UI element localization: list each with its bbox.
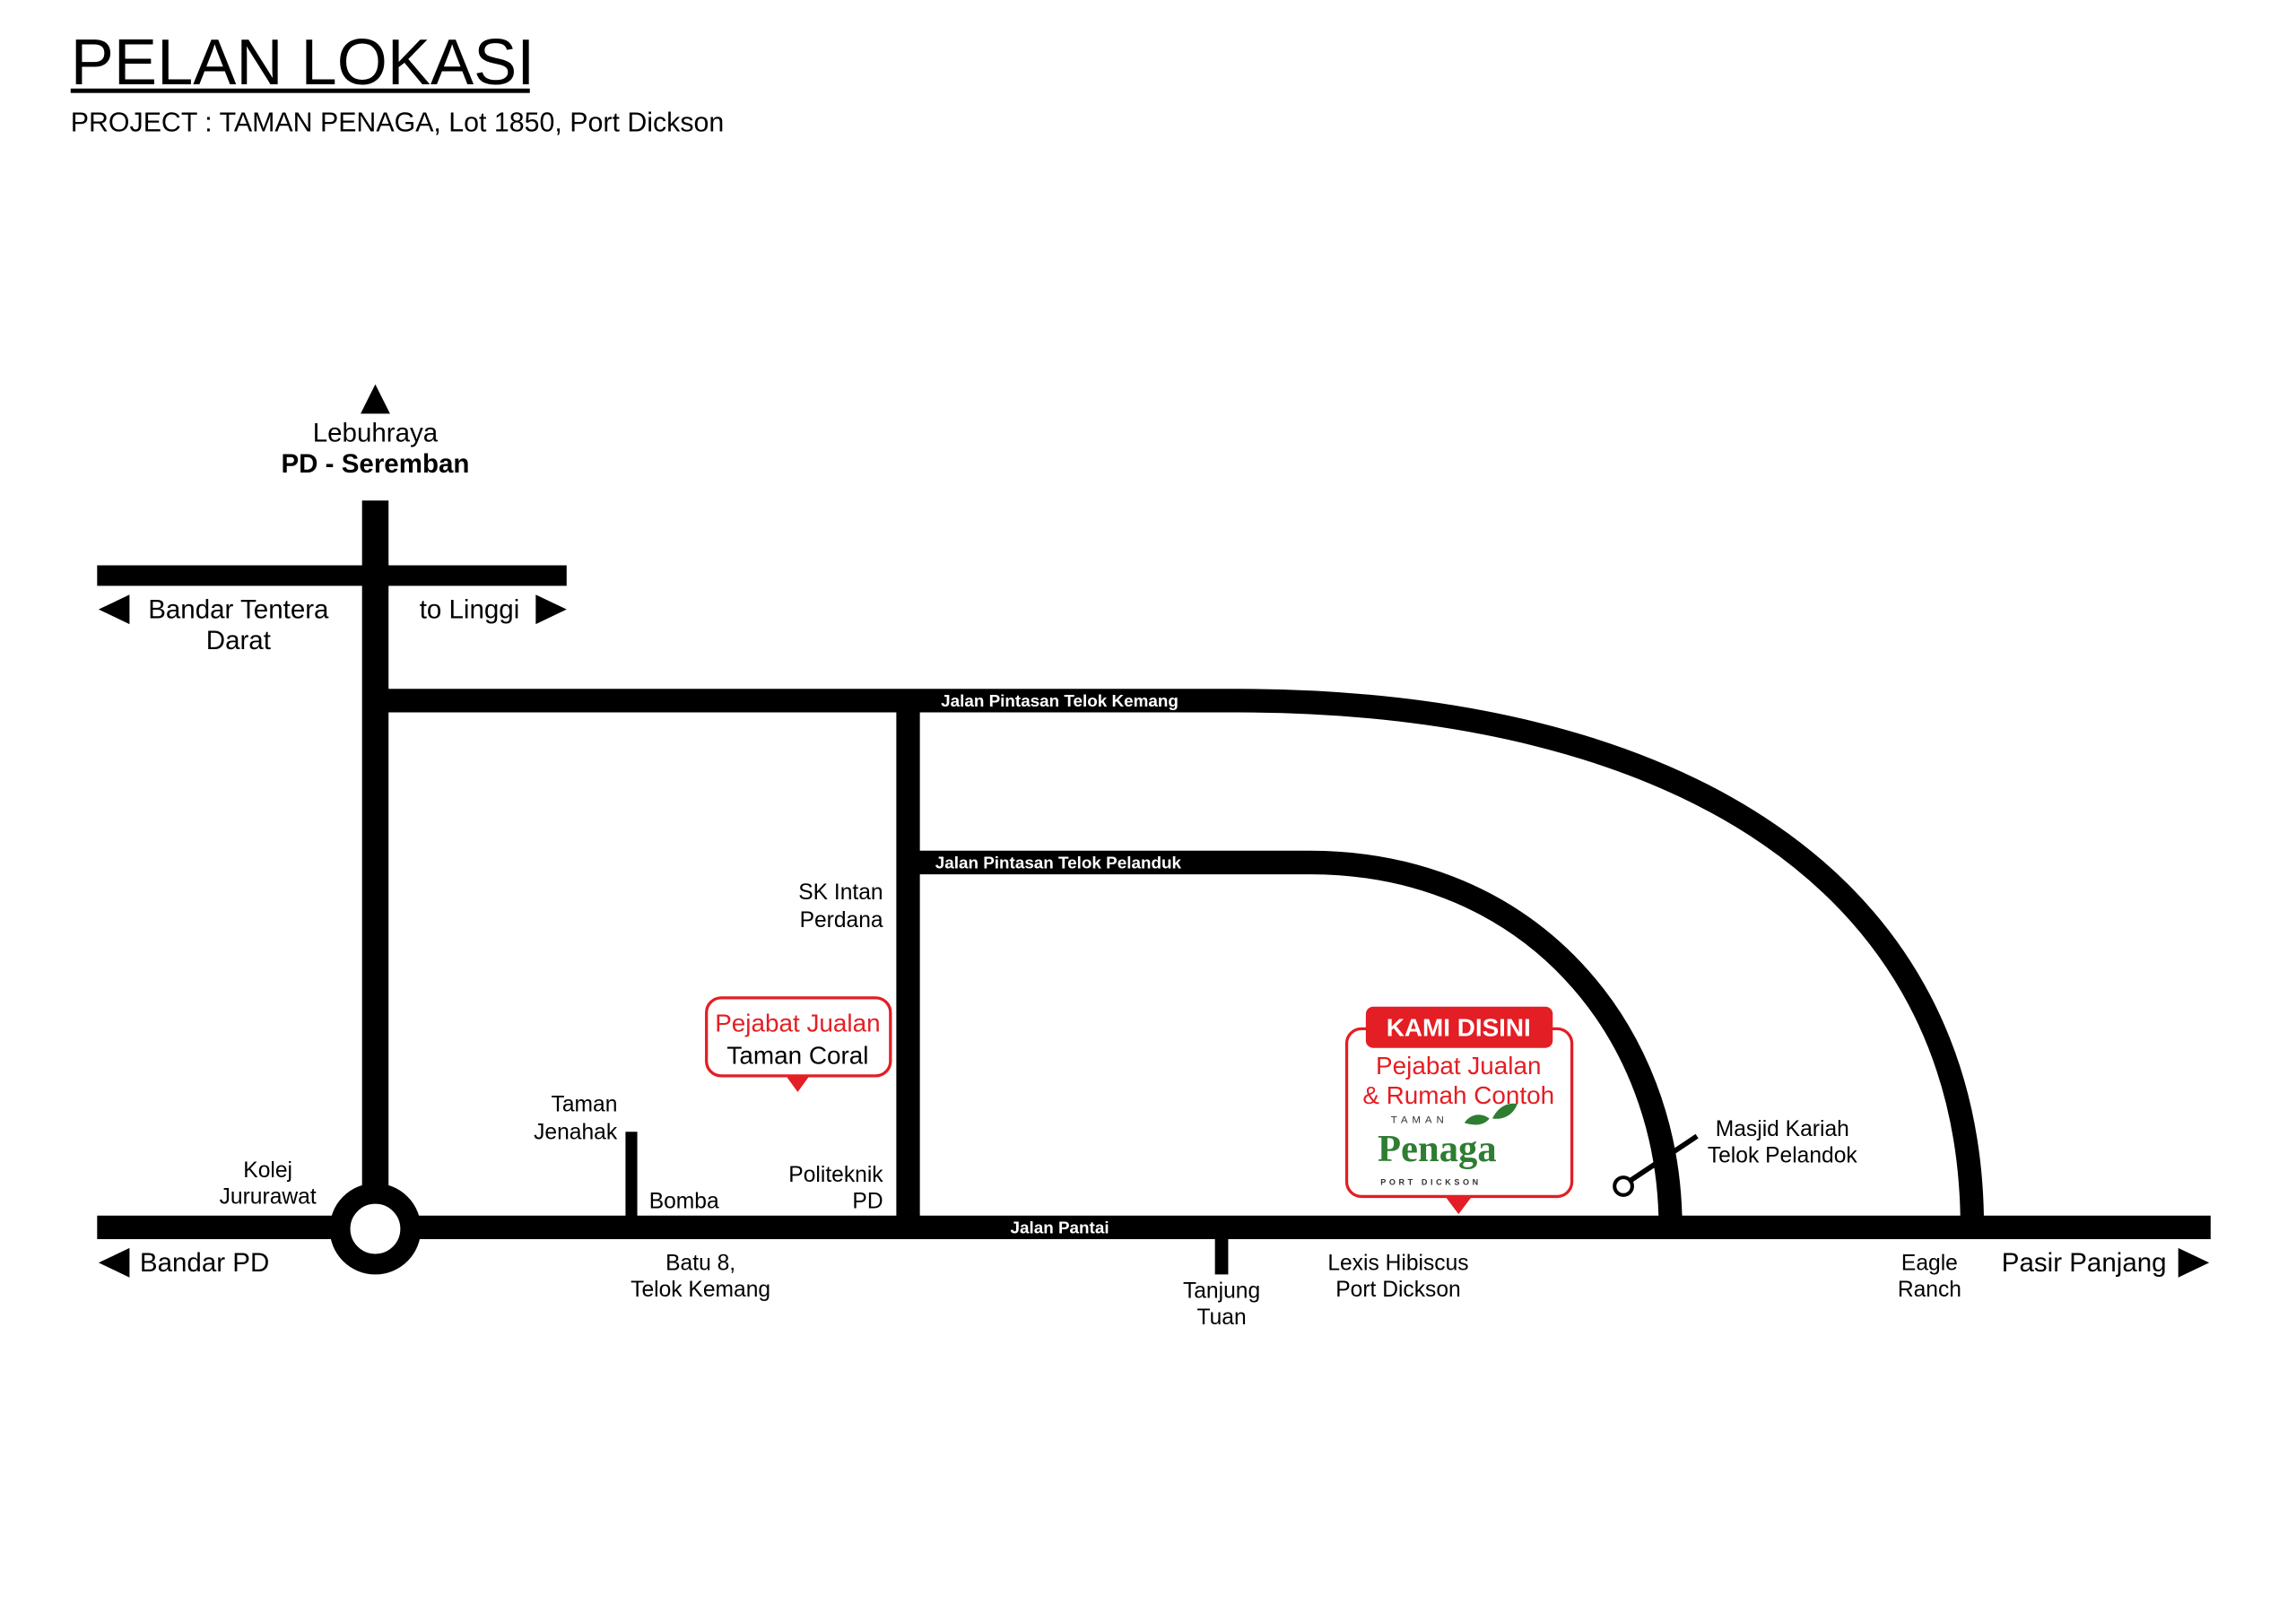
arrow-up-icon: [361, 384, 390, 414]
arrow-left-icon: [98, 594, 130, 625]
road-telok-kemang: [375, 689, 1985, 1227]
landmark-batu8: Batu 8, Telok Kemang: [631, 1252, 770, 1303]
west-bottom-label: Bandar PD: [140, 1248, 269, 1278]
landmark-text: Jururawat: [220, 1185, 317, 1210]
landmark-text: Taman: [552, 1092, 618, 1116]
logo-text: PORT DICKSON: [1380, 1177, 1481, 1186]
north-label-2: PD - Seremban: [281, 449, 469, 479]
callout-text: Pejabat Jualan: [715, 1010, 880, 1037]
arrow-right-icon: [535, 594, 567, 625]
callout-kami-disini: KAMI DISINI Pejabat Jualan & Rumah Conto…: [1344, 1006, 1574, 1215]
leaf-icon: [1464, 1103, 1518, 1125]
landmark-eagle-ranch: Eagle Ranch: [1898, 1252, 1961, 1303]
landmark-text: Politeknik: [788, 1163, 883, 1187]
title-underline: [70, 88, 530, 93]
landmark-text: Telok Kemang: [631, 1278, 770, 1302]
landmark-text: Lexis Hibiscus: [1327, 1252, 1468, 1276]
roads: [97, 500, 2211, 1275]
callout-pointer-icon: [1445, 1196, 1473, 1215]
landmark-text: Batu 8,: [665, 1252, 735, 1276]
road-label-telok-pelanduk: Jalan Pintasan Telok Pelanduk: [935, 854, 1182, 872]
west-top-label-2: Darat: [206, 626, 271, 655]
landmark-text: Tanjung: [1183, 1279, 1260, 1304]
page-title: PELAN LOKASI: [71, 27, 535, 99]
landmark-text: Ranch: [1898, 1278, 1961, 1302]
arrow-right-icon: [2178, 1247, 2210, 1278]
badge-text: KAMI DISINI: [1387, 1014, 1531, 1042]
callout-taman-coral: Pejabat Jualan Taman Coral: [705, 996, 892, 1092]
landmark-taman-jenahak: Taman Jenahak: [534, 1092, 618, 1144]
west-top-label-1: Bandar Tentera: [148, 595, 329, 625]
callout-text: Taman Coral: [726, 1042, 868, 1070]
roundabout: [329, 1183, 422, 1275]
landmark-masjid: Masjid Kariah Telok Pelandok: [1613, 1117, 1858, 1197]
landmark-text: Port Dickson: [1335, 1278, 1461, 1302]
callout-text: Pejabat Jualan: [1376, 1052, 1541, 1080]
road-label-jalan-pantai: Jalan Pantai: [1011, 1218, 1109, 1236]
landmark-lexis: Lexis Hibiscus Port Dickson: [1327, 1252, 1468, 1303]
logo-text: TAMAN: [1391, 1115, 1448, 1125]
north-label-1: Lebuhraya: [313, 419, 439, 448]
landmark-text: Masjid Kariah: [1716, 1117, 1849, 1141]
landmark-text: Kolej: [243, 1158, 292, 1183]
callout-text: & Rumah Contoh: [1362, 1081, 1554, 1109]
callout-pointer-icon: [786, 1075, 810, 1092]
east-bottom-label: Pasir Panjang: [2002, 1248, 2167, 1278]
page-subtitle: PROJECT : TAMAN PENAGA, Lot 1850, Port D…: [71, 108, 725, 137]
landmark-politeknik: Politeknik PD: [788, 1163, 883, 1214]
landmark-tanjung-tuan: Tanjung Tuan: [1183, 1279, 1260, 1331]
kami-disini-badge: [1365, 1006, 1553, 1048]
arrow-left-icon: [98, 1247, 130, 1278]
taman-penaga-logo: TAMAN Penaga PORT DICKSON: [1378, 1103, 1518, 1186]
landmark-text: Eagle: [1901, 1252, 1958, 1276]
landmark-bomba: Bomba: [649, 1190, 719, 1214]
landmark-text: Tuan: [1196, 1305, 1246, 1330]
logo-text: Penaga: [1378, 1128, 1497, 1170]
masjid-pointer-line: [1629, 1133, 1699, 1183]
masjid-marker-icon: [1613, 1175, 1634, 1197]
road-label-telok-kemang: Jalan Pintasan Telok Kemang: [941, 691, 1178, 710]
landmark-text: SK Intan: [798, 880, 883, 905]
road-telok-pelanduk: [908, 850, 1683, 1227]
landmark-kolej: Kolej Jururawat: [220, 1158, 317, 1210]
landmark-text: Telok Pelandok: [1708, 1144, 1858, 1168]
east-top-label: to Linggi: [420, 595, 520, 625]
landmark-text: PD: [852, 1190, 883, 1214]
landmark-text: Jenahak: [534, 1120, 618, 1144]
landmark-sk-intan: SK Intan Perdana: [798, 880, 883, 932]
landmark-text: Perdana: [800, 908, 883, 932]
